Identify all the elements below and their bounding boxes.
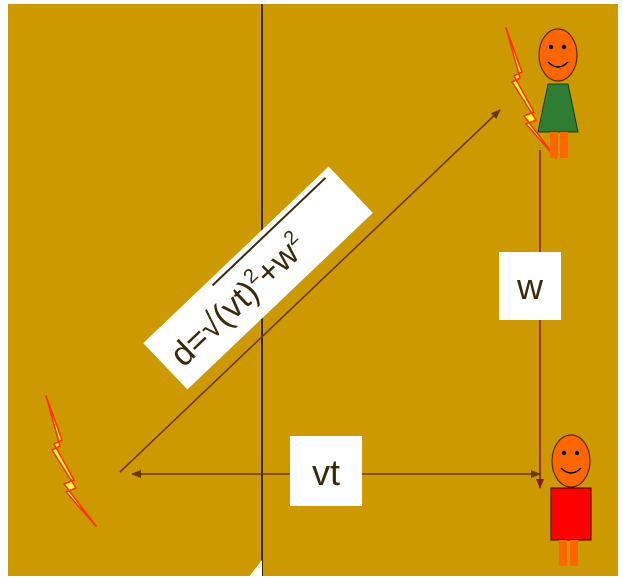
- person-leg-right: [570, 540, 578, 566]
- lightning-bolt-icon: [45, 395, 97, 527]
- person-eye-right: [561, 44, 567, 50]
- person-icon: [550, 434, 592, 566]
- person-leg-right: [560, 132, 568, 158]
- person-eye-right: [574, 450, 580, 456]
- w-label-box: [499, 252, 561, 320]
- person-face: [551, 434, 591, 488]
- person-eye-left: [561, 450, 567, 456]
- person-shirt: [550, 487, 592, 541]
- vt-label-box: [290, 436, 362, 506]
- person-face: [538, 28, 578, 82]
- w-label: w: [516, 266, 544, 307]
- distance-label-box: [143, 166, 373, 390]
- person-leg-left: [550, 132, 558, 158]
- sqrt-overbar: [211, 177, 327, 287]
- corner-triangle: [248, 560, 262, 578]
- diagonal-arrow: [119, 109, 501, 473]
- person-icon: [537, 28, 579, 158]
- person-smile: [560, 467, 582, 474]
- person-smile: [547, 61, 569, 68]
- person-eye-left: [548, 44, 554, 50]
- person-leg-left: [559, 540, 567, 566]
- person-shirt: [537, 83, 579, 133]
- vt-label: vt: [312, 452, 340, 493]
